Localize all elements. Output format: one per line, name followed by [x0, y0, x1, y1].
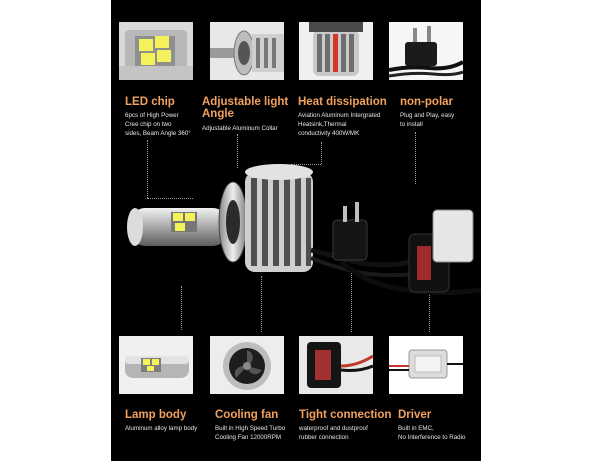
title-line: Adjustable light — [202, 96, 289, 108]
plug-icon — [389, 22, 463, 80]
non-polar-title: non-polar — [400, 96, 454, 108]
driver-description: Built in EMC, No Interference to Radio — [398, 424, 465, 442]
heatsink-thumbnail — [299, 22, 373, 80]
description-line: No Interference to Radio — [398, 434, 466, 441]
connector-icon — [299, 336, 373, 394]
adjustable-angle-title: Adjustable light Angle — [202, 96, 288, 120]
tight-connection-description: waterproof and dustproof rubber connecti… — [299, 424, 368, 442]
leader-line — [181, 286, 182, 330]
leader-line — [321, 142, 322, 164]
led-chip-thumbnail — [119, 22, 193, 80]
description-line: Cooling Fan 12000RPM — [215, 434, 282, 441]
cooling-fan-description: Built in High Speed Turbo Cooling Fan 12… — [215, 424, 285, 442]
leader-line — [237, 134, 238, 168]
leader-line — [351, 270, 352, 332]
description-line: 6pcs of High Power — [125, 112, 179, 119]
plug-thumbnail — [389, 22, 463, 80]
driver-thumbnail — [389, 336, 463, 394]
cooling-fan-title: Cooling fan — [215, 409, 279, 421]
title-line: Angle — [202, 108, 234, 120]
description-line: Heatsink,Thermal — [298, 121, 347, 128]
leader-line — [261, 276, 262, 332]
description-line: waterproof and dustproof — [299, 425, 368, 432]
heatsink-icon — [299, 22, 373, 80]
lamp-body-thumbnail — [119, 336, 193, 394]
non-polar-description: Plug and Play, easy to install — [400, 111, 454, 129]
description-line: Aluminum alloy lamp body — [125, 425, 198, 432]
cooling-fan-thumbnail — [210, 336, 284, 394]
driver-icon — [389, 336, 463, 394]
description-line: Built in High Speed Turbo — [215, 425, 286, 432]
adjustable-angle-description: Adjustable Aluminum Collar — [202, 124, 278, 133]
led-chip-icon — [119, 22, 193, 80]
description-line: rubber connection — [299, 434, 349, 441]
driver-title: Driver — [398, 409, 432, 421]
description-line: Adjustable Aluminum Collar — [202, 125, 278, 132]
connection-thumbnail — [299, 336, 373, 394]
collar-thumbnail — [210, 22, 284, 80]
description-line: sides, Beam Angle 360° — [125, 130, 191, 137]
leader-line — [147, 140, 148, 198]
led-chip-title: LED chip — [125, 96, 175, 108]
lamp-body-description: Aluminum alloy lamp body — [125, 424, 197, 433]
lamp-body-title: Lamp body — [125, 409, 187, 421]
description-line: Built in EMC, — [398, 425, 434, 432]
description-line: Cree chip on two — [125, 121, 172, 128]
leader-line — [291, 164, 321, 165]
lamp-body-icon — [119, 336, 193, 394]
product-infographic: LED chip 6pcs of High Power Cree chip on… — [111, 0, 481, 461]
collar-icon — [210, 22, 284, 80]
leader-line — [429, 282, 430, 332]
headlight-bulb-illustration — [127, 164, 481, 296]
heat-dissipation-description: Aviation Aluminum Intergrated Heatsink,T… — [298, 111, 380, 138]
leader-line — [147, 198, 193, 199]
description-line: to install — [400, 121, 423, 128]
led-chip-description: 6pcs of High Power Cree chip on two side… — [125, 111, 191, 138]
description-line: Aviation Aluminum Intergrated — [298, 112, 381, 119]
leader-line — [415, 132, 416, 184]
fan-icon — [210, 336, 284, 394]
heat-dissipation-title: Heat dissipation — [298, 96, 387, 108]
description-line: Plug and Play, easy — [400, 112, 455, 119]
tight-connection-title: Tight connection — [299, 409, 392, 421]
description-line: conductivity 400W/MK — [298, 130, 360, 137]
